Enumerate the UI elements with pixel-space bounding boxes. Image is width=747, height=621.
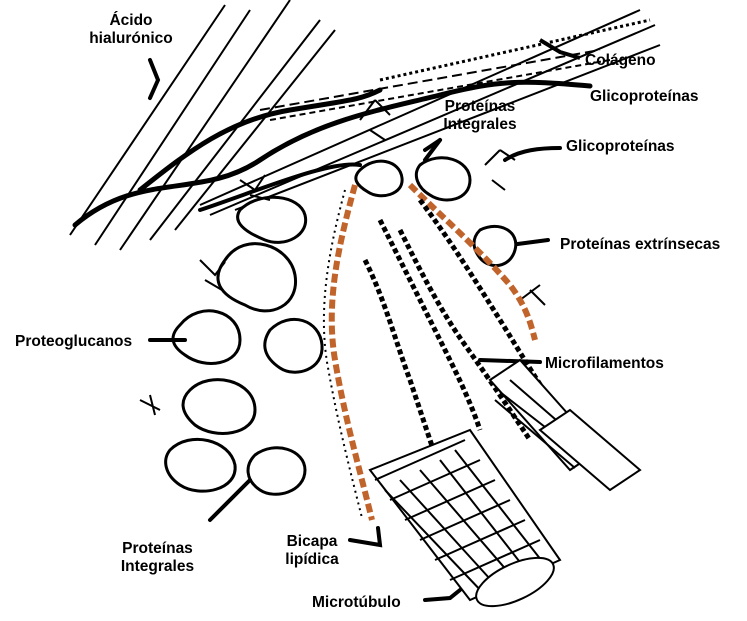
glicoproteinas-right-label: Glicoproteínas	[566, 138, 675, 156]
proteinas-integrales-top-line-1: Proteínas	[430, 98, 530, 116]
proteinas-integrales-bottom-label: Proteínas Integrales	[105, 540, 210, 576]
microtubule	[370, 430, 561, 616]
filament-bundles	[490, 360, 640, 490]
proteinas-integrales-bottom-line-2: Integrales	[105, 558, 210, 576]
bicapa-lipidica-label: Bicapa lipídica	[272, 533, 352, 569]
colageno-pointer	[540, 40, 580, 58]
proteinas-integrales-bottom-line-1: Proteínas	[105, 540, 210, 558]
bicapa-lipidica-line-2: lipídica	[272, 551, 352, 569]
proteoglucanos-label: Proteoglucanos	[15, 333, 132, 351]
proteinas-extrinsecas-label: Proteínas extrínsecas	[560, 236, 720, 254]
microfilamentos-label: Microfilamentos	[545, 355, 664, 373]
bicapa-lipidica-line-1: Bicapa	[272, 533, 352, 551]
acido-hialuronico-label: Ácido hialurónico	[76, 12, 186, 48]
colageno-label: Colágeno	[585, 52, 656, 70]
proteinas-integrales-top-label: Proteínas Integrales	[430, 98, 530, 134]
proteinas-integrales-top-line-2: Integrales	[430, 116, 530, 134]
microtubulo-label: Microtúbulo	[312, 594, 401, 612]
glicoproteinas-top-label: Glicoproteínas	[590, 88, 699, 106]
acido-hialuronico-line-1: Ácido	[76, 12, 186, 30]
acido-hialuronico-line-2: hialurónico	[76, 30, 186, 48]
